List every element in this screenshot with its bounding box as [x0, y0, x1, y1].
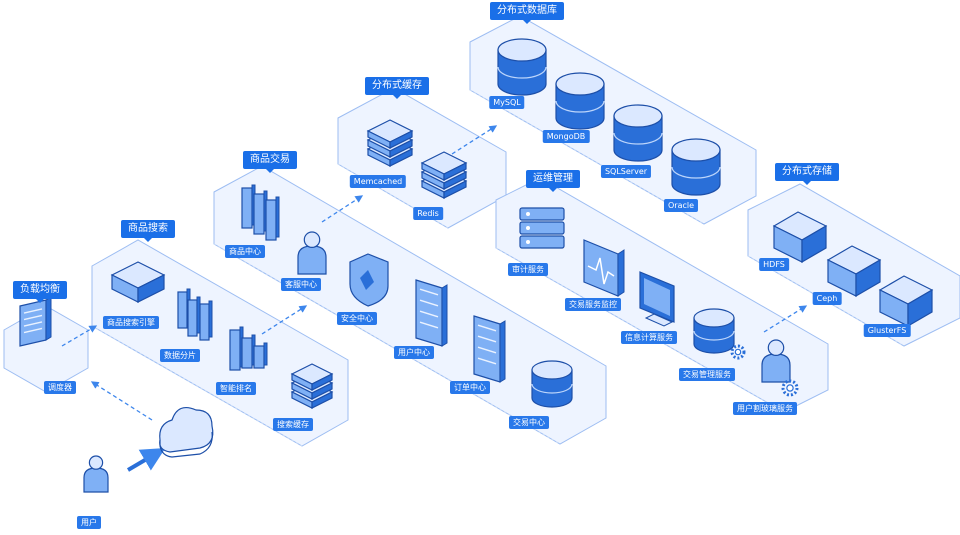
node-label-order-center: 订单中心 [450, 381, 490, 394]
glusterfs-icon [878, 275, 934, 328]
connections [61, 125, 808, 421]
group-tag-load-balancing: 负载均衡 [13, 281, 67, 303]
arrow-user-to-cloud [126, 447, 166, 472]
node-label-trade-monitor: 交易服务监控 [565, 298, 621, 311]
order-center-icon [473, 315, 506, 383]
node-label-user: 用户 [77, 516, 101, 529]
redis-icon [420, 151, 468, 199]
hdfs-icon [772, 211, 828, 264]
user-center-icon [415, 279, 448, 347]
node-label-smart-ranking: 智能排名 [216, 382, 256, 395]
node-label-audit-service: 审计服务 [508, 263, 548, 276]
node-label-oracle: Oracle [663, 199, 699, 212]
mongodb-icon [555, 72, 605, 130]
node-label-user-glass-service: 用户割玻璃服务 [733, 402, 797, 415]
trade-monitor-icon [583, 239, 625, 297]
node-label-redis: Redis [413, 207, 443, 220]
node-label-mongodb: MongoDB [542, 130, 590, 143]
user-glass-service-icon [761, 339, 791, 383]
user-icon [83, 455, 109, 493]
user-glass-gear-icon [781, 379, 799, 397]
audit-service-icon [519, 207, 565, 249]
node-label-search-cache: 搜索缓存 [273, 418, 313, 431]
node-label-scheduler: 调度器 [44, 381, 76, 394]
node-label-trade-management: 交易管理服务 [679, 368, 735, 381]
data-sharding-icon [177, 288, 213, 341]
sqlserver-icon [613, 104, 663, 162]
mysql-icon [497, 38, 547, 96]
customer-service-icon [297, 231, 327, 275]
node-label-info-compute: 信息计算服务 [621, 331, 677, 344]
node-label-glusterfs: GlusterFS [863, 324, 911, 337]
scheduler-icon [19, 296, 52, 347]
node-label-customer-service: 客服中心 [281, 278, 321, 291]
arrow-search-to-trade [261, 305, 308, 335]
group-tag-distributed-database: 分布式数据库 [490, 2, 564, 24]
ceph-icon [826, 245, 882, 298]
arrow-cache-to-database [451, 125, 498, 155]
group-tag-product-search: 商品搜索 [121, 220, 175, 242]
node-label-trade-center: 交易中心 [509, 416, 549, 429]
node-label-user-center: 用户中心 [394, 346, 434, 359]
search-engine-icon [110, 261, 166, 303]
node-label-data-sharding: 数据分片 [160, 349, 200, 362]
trade-management-gear-icon [730, 344, 746, 360]
group-tag-distributed-storage: 分布式存储 [775, 163, 839, 185]
group-tag-ops-management: 运维管理 [526, 170, 580, 192]
arrow-user-to-scheduler [90, 381, 153, 421]
group-tag-product-trade: 商品交易 [243, 151, 297, 173]
node-label-security-center: 安全中心 [337, 312, 377, 325]
smart-ranking-icon [229, 326, 268, 371]
node-label-search-engine: 商品搜索引擎 [103, 316, 159, 329]
node-label-ceph: Ceph [812, 292, 842, 305]
node-label-hdfs: HDFS [759, 258, 789, 271]
node-label-memcached: Memcached [349, 175, 407, 188]
trade-center-icon [531, 360, 573, 408]
cloud-icon [159, 407, 214, 458]
arrow-ops-to-storage [763, 305, 808, 333]
node-label-sqlserver: SQLServer [600, 165, 652, 178]
info-compute-icon [639, 271, 675, 327]
oracle-icon [671, 138, 721, 196]
search-cache-icon [290, 363, 334, 409]
arrow-trade-to-cache [321, 195, 364, 223]
group-tag-distributed-cache: 分布式缓存 [365, 77, 429, 99]
memcached-icon [366, 119, 414, 167]
node-label-product-center: 商品中心 [225, 245, 265, 258]
product-center-icon [241, 184, 280, 241]
node-label-mysql: MySQL [489, 96, 525, 109]
security-center-icon [349, 253, 389, 307]
trade-management-icon [693, 308, 735, 354]
